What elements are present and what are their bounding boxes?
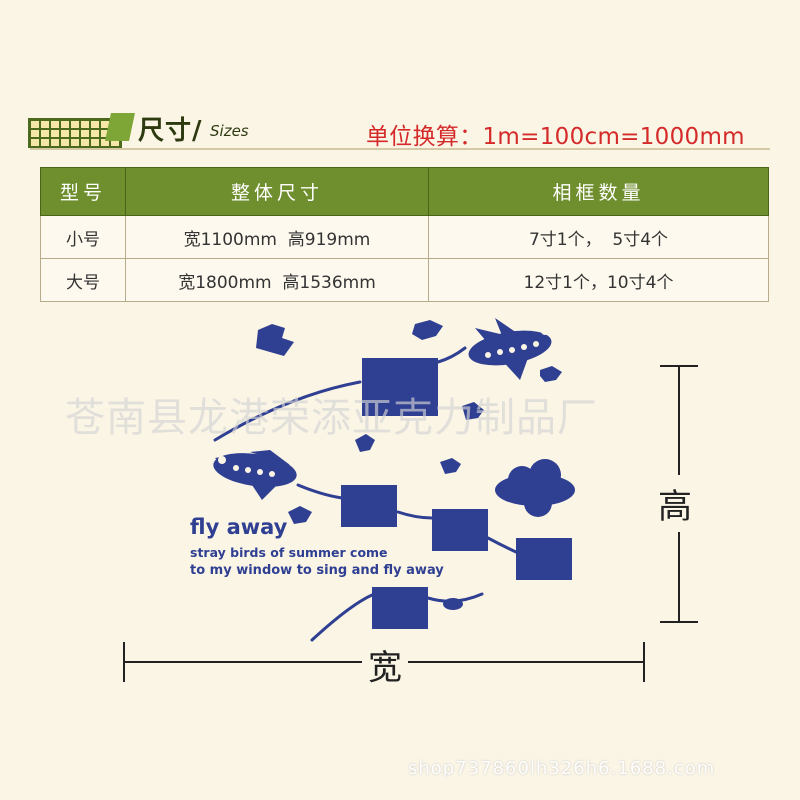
col-header-frames: 相框数量	[428, 167, 769, 216]
height-label: 高	[658, 475, 692, 532]
tape-decoration	[105, 113, 135, 141]
company-watermark: 苍南县龙港荣添亚克力制品厂	[65, 395, 598, 441]
photo-frame	[516, 538, 572, 580]
sticker-illustration	[123, 318, 698, 682]
unit-conversion: 单位换算：1m=100cm=1000mm	[366, 124, 745, 150]
art-line-1: stray birds of summer come	[190, 545, 388, 560]
photo-frame	[341, 485, 397, 527]
string-line	[310, 593, 374, 642]
string-line	[486, 536, 518, 554]
art-line-2: to my window to sing and fly away	[190, 563, 444, 578]
size-header: 尺寸/ Sizes 单位换算：1m=100cm=1000mm	[0, 100, 800, 160]
size-title: 尺寸/	[138, 116, 203, 146]
art-title: fly away	[190, 515, 288, 539]
cell-size: 宽1800mm 高1536mm	[125, 258, 429, 302]
col-header-size: 整体尺寸	[125, 167, 429, 216]
string-line	[213, 380, 362, 442]
size-table: 型号 整体尺寸 相框数量 小号 宽1100mm 高919mm 7寸1个， 5寸4…	[40, 167, 769, 302]
table-header-row: 型号 整体尺寸 相框数量	[40, 167, 769, 216]
airplane-icon	[213, 450, 297, 500]
cell-frames: 12寸1个，10寸4个	[428, 258, 769, 302]
table-row: 大号 宽1800mm 高1536mm 12寸1个，10寸4个	[40, 258, 769, 302]
wall-sticker-preview: fly away stray birds of summer come to m…	[0, 300, 800, 690]
string-line	[436, 346, 467, 364]
header-divider	[30, 148, 770, 150]
cloud-icon	[495, 459, 575, 517]
photo-frame	[372, 587, 428, 629]
star-icon	[256, 320, 562, 524]
cell-model: 大号	[40, 258, 126, 302]
cell-frames: 7寸1个， 5寸4个	[428, 215, 769, 259]
col-header-model: 型号	[40, 167, 126, 216]
photo-frame	[432, 509, 488, 551]
table-row: 小号 宽1100mm 高919mm 7寸1个， 5寸4个	[40, 215, 769, 259]
size-subtitle: Sizes	[210, 122, 249, 140]
shop-watermark: shop737860lh326h6.1688.com	[408, 758, 716, 779]
string-knot	[443, 598, 463, 610]
width-label: 宽	[362, 640, 408, 689]
string-line	[396, 510, 434, 520]
string-line	[296, 483, 344, 500]
photo-frame	[362, 358, 438, 416]
cell-size: 宽1100mm 高919mm	[125, 215, 429, 259]
cell-model: 小号	[40, 215, 126, 259]
